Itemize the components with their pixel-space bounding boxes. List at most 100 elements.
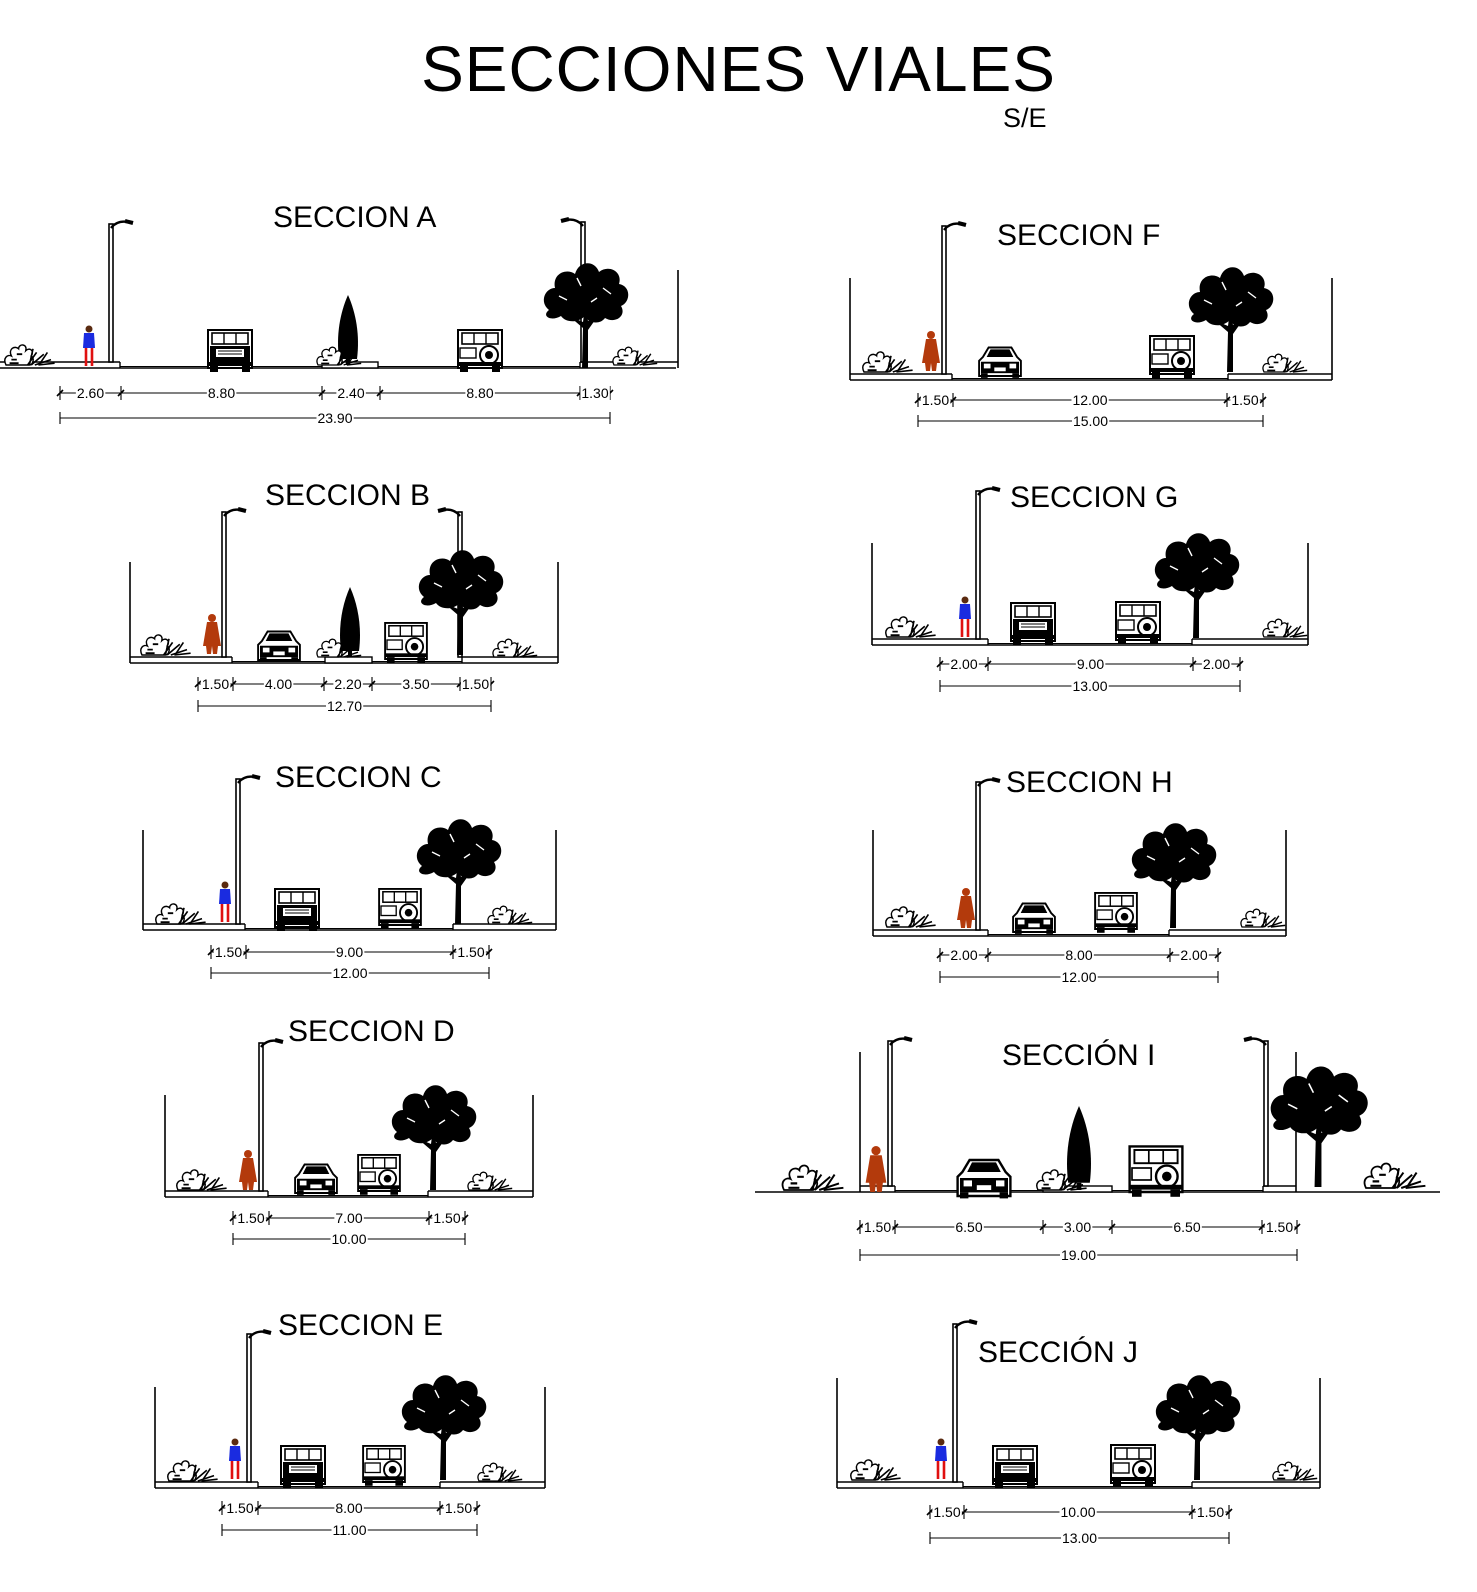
dimension-label: 1.50 [1197, 1504, 1224, 1520]
jeep-icon [207, 329, 253, 372]
jeep-rear-icon [384, 621, 428, 663]
shrub-icon [492, 638, 538, 658]
shrub-icon [167, 1460, 218, 1482]
tree-icon [543, 263, 629, 368]
dimension-label: 1.50 [433, 1210, 460, 1226]
dimension-label: 4.00 [265, 676, 292, 692]
jeep-icon [280, 1445, 326, 1488]
jeep-rear-icon [1094, 891, 1138, 933]
dimension-label: 9.00 [1077, 656, 1104, 672]
dimension-label: 1.30 [581, 385, 608, 401]
car-icon [956, 1158, 1012, 1199]
tree-icon [1188, 267, 1274, 372]
pedestrian-icon [229, 1438, 241, 1479]
jeep-rear-icon [357, 1153, 401, 1195]
dimension-label: 3.50 [402, 676, 429, 692]
dimension-label: 2.00 [1180, 947, 1207, 963]
dimension-label: 1.50 [226, 1500, 253, 1516]
shrub-icon [1262, 353, 1308, 373]
section-title: SECCIÓN J [978, 1336, 1138, 1369]
dimension-label: 2.40 [337, 385, 364, 401]
dimension-label: 7.00 [335, 1210, 362, 1226]
section-title: SECCION C [275, 761, 442, 794]
dimension-label: 8.80 [466, 385, 493, 401]
shrub-icon [781, 1164, 844, 1191]
street-lamp-icon [1243, 1036, 1269, 1187]
dimension-total: 23.90 [317, 410, 352, 426]
jeep-icon [274, 888, 320, 931]
street-lamp-icon [952, 1319, 978, 1483]
jeep-icon [1010, 602, 1056, 645]
jeep-rear-icon [1115, 601, 1161, 644]
shrub-icon [1240, 908, 1286, 928]
dimension-total: 12.00 [1061, 969, 1096, 985]
street-lamp-icon [941, 221, 967, 375]
pedestrian-icon [959, 596, 971, 637]
dimension-label: 6.50 [955, 1219, 982, 1235]
dimension-label: 8.00 [335, 1500, 362, 1516]
dimension-total: 12.00 [332, 965, 367, 981]
tree-icon [1154, 533, 1240, 638]
shrub-icon [850, 1459, 901, 1481]
dimension-total: 15.00 [1073, 413, 1108, 429]
pedestrian-icon [219, 881, 231, 922]
street-lamp-icon [975, 486, 1001, 640]
dimension-label: 2.20 [334, 676, 361, 692]
section-title: SECCION G [1010, 481, 1178, 514]
tree-icon [391, 1085, 477, 1190]
dimension-label: 10.00 [1060, 1504, 1095, 1520]
street-lamp-icon [235, 774, 261, 925]
section-title: SECCION H [1006, 766, 1173, 799]
street-lamp-icon [887, 1036, 913, 1187]
shrub-icon [176, 1169, 227, 1191]
dimension-label: 1.50 [864, 1219, 891, 1235]
car-icon [294, 1163, 338, 1195]
shrub-icon [487, 905, 533, 925]
pedestrian-icon [83, 325, 95, 366]
tree-icon [1131, 823, 1217, 928]
jeep-rear-icon [362, 1444, 406, 1486]
dimension-label: 9.00 [336, 944, 363, 960]
dimension-total: 13.00 [1062, 1530, 1097, 1546]
dimension-label: 8.80 [208, 385, 235, 401]
tree-icon [1270, 1066, 1368, 1187]
dimension-total: 19.00 [1061, 1247, 1096, 1263]
dimension-label: 1.50 [1231, 392, 1258, 408]
dimension-label: 2.60 [77, 385, 104, 401]
section-title: SECCION B [265, 479, 430, 512]
dimension-label: 3.00 [1064, 1219, 1091, 1235]
car-icon [978, 346, 1022, 378]
pedestrian-icon [203, 614, 221, 654]
dimension-label: 1.50 [1266, 1219, 1293, 1235]
shrub-icon [885, 906, 936, 928]
shrub-icon [885, 616, 936, 638]
jeep-rear-icon [1149, 335, 1195, 378]
street-lamp-icon [221, 507, 247, 658]
dimension-label: 1.50 [215, 944, 242, 960]
pedestrian-icon [957, 888, 975, 928]
tree-icon [1155, 1375, 1241, 1480]
pedestrian-icon [865, 1146, 887, 1192]
dimension-label: 1.50 [922, 392, 949, 408]
scale-note: S/E [1003, 103, 1047, 133]
jeep-icon [992, 1445, 1038, 1488]
shrub-icon [316, 638, 362, 658]
pedestrian-icon [922, 331, 940, 371]
cypress-icon [340, 587, 360, 657]
street-lamp-icon [108, 219, 134, 363]
car-icon [1012, 902, 1056, 934]
dimension-chain: 2.60 8.80 2.40 8.80 1.30 23.90 [56, 385, 614, 426]
dimension-label: 6.50 [1173, 1219, 1200, 1235]
